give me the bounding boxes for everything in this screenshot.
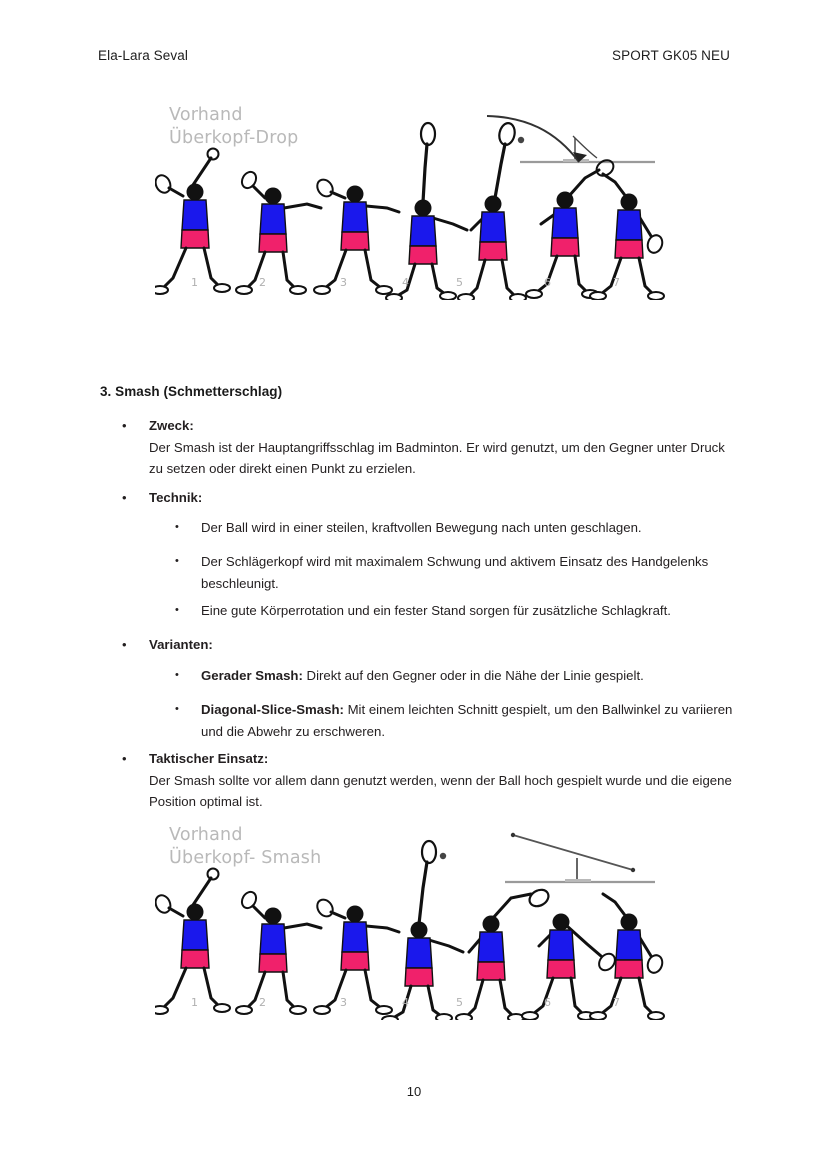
bullet-zweck-text: Der Smash ist der Hauptangriffsschlag im… xyxy=(149,439,725,477)
drop-trajectory-diagram xyxy=(486,115,655,164)
figure-smash-title-line2: Überkopf- Smash xyxy=(169,848,322,868)
figure-smash-number-6: 6 xyxy=(544,996,551,1009)
page-number: 10 xyxy=(406,1084,422,1099)
bullet-marker-icon: • xyxy=(122,751,127,766)
bullet-zweck-label: Zweck: xyxy=(149,418,194,433)
bullet-marker-icon: • xyxy=(122,637,127,652)
header-author: Ela-Lara Seval xyxy=(98,48,188,63)
figure-smash-illustration xyxy=(155,832,665,1020)
figure-drop-title: Vorhand Überkopf-Drop xyxy=(169,104,298,150)
bullet-marker-icon: • xyxy=(175,703,179,715)
bullet-varianten: • Varianten: xyxy=(122,634,732,656)
figure-drop-pose-1 xyxy=(155,147,231,295)
bullet-gerader-smash-label: Gerader Smash: xyxy=(201,668,303,683)
figure-drop-pose-4 xyxy=(385,121,469,300)
figure-drop-number-3: 3 xyxy=(340,276,347,289)
bullet-taktischer-einsatz-label: Taktischer Einsatz: xyxy=(149,751,269,766)
figure-drop-number-5: 5 xyxy=(456,276,463,289)
bullet-technik-item-1-text: Der Ball wird in einer steilen, kraftvol… xyxy=(201,520,642,535)
figure-smash-step-numbers: 1 2 3 4 5 6 7 xyxy=(155,996,675,1016)
bullet-diagonal-slice-smash-text: Mit einem leichten Schnitt gespielt, um … xyxy=(201,702,733,739)
figure-drop-pose-7 xyxy=(589,172,665,300)
figure-drop-illustration xyxy=(155,115,665,300)
bullet-marker-icon: • xyxy=(175,555,179,567)
bullet-marker-icon: • xyxy=(122,418,127,433)
document-header: Ela-Lara Seval SPORT GK05 NEU xyxy=(98,48,730,63)
figure-vorhand-ueberkopf-drop: Vorhand Überkopf-Drop xyxy=(155,100,675,310)
figure-drop-pose-6 xyxy=(525,159,615,299)
figure-drop-title-line1: Vorhand xyxy=(169,105,243,125)
bullet-gerader-smash: • Gerader Smash: Direkt auf den Gegner o… xyxy=(175,665,735,687)
bullet-gerader-smash-text: Direkt auf den Gegner oder in die Nähe d… xyxy=(302,668,644,683)
bullet-marker-icon: • xyxy=(175,604,179,616)
figure-drop-pose-2 xyxy=(235,170,323,295)
figure-smash-pose-4 xyxy=(381,839,465,1020)
figure-smash-number-1: 1 xyxy=(191,996,198,1009)
bullet-marker-icon: • xyxy=(122,490,127,505)
bullet-technik-item-2: • Der Schlägerkopf wird mit maximalem Sc… xyxy=(175,551,735,594)
figure-drop-number-1: 1 xyxy=(191,276,198,289)
figure-smash-pose-3 xyxy=(313,898,401,1015)
bullet-technik-item-1: • Der Ball wird in einer steilen, kraftv… xyxy=(175,517,735,539)
bullet-technik-item-3-text: Eine gute Körperrotation und ein fester … xyxy=(201,603,671,618)
bullet-technik-label: Technik: xyxy=(149,490,203,505)
figure-drop-number-4: 4 xyxy=(402,276,409,289)
figure-smash-number-5: 5 xyxy=(456,996,463,1009)
bullet-zweck: • Zweck: Der Smash ist der Hauptangriffs… xyxy=(122,415,732,480)
figure-smash-pose-7 xyxy=(589,892,665,1020)
figure-smash-pose-1 xyxy=(155,867,231,1015)
figure-smash-number-3: 3 xyxy=(340,996,347,1009)
bullet-varianten-label: Varianten: xyxy=(149,637,213,652)
figure-smash-number-2: 2 xyxy=(259,996,266,1009)
figure-smash-pose-6 xyxy=(521,912,616,1020)
smash-trajectory-diagram xyxy=(505,832,655,884)
figure-drop-title-line2: Überkopf-Drop xyxy=(169,128,299,148)
figure-smash-number-4: 4 xyxy=(402,996,409,1009)
bullet-diagonal-slice-smash-label: Diagonal-Slice-Smash: xyxy=(201,702,344,717)
figure-drop-step-numbers: 1 2 3 4 5 6 7 xyxy=(155,276,675,296)
figure-smash-pose-2 xyxy=(235,890,323,1015)
figure-drop-number-2: 2 xyxy=(259,276,266,289)
bullet-technik-item-3: • Eine gute Körperrotation und ein feste… xyxy=(175,600,735,622)
page-title: 3. Smash (Schmetterschlag) xyxy=(100,384,283,399)
bullet-taktischer-einsatz-text: Der Smash sollte vor allem dann genutzt … xyxy=(149,772,732,810)
figure-smash-number-7: 7 xyxy=(613,996,620,1009)
bullet-marker-icon: • xyxy=(175,669,179,681)
bullet-taktischer-einsatz: • Taktischer Einsatz: Der Smash sollte v… xyxy=(122,748,732,813)
figure-drop-number-7: 7 xyxy=(613,276,620,289)
figure-drop-pose-3 xyxy=(313,178,401,295)
bullet-technik-item-2-text: Der Schlägerkopf wird mit maximalem Schw… xyxy=(201,554,709,591)
header-course: SPORT GK05 NEU xyxy=(612,48,730,63)
bullet-marker-icon: • xyxy=(175,521,179,533)
bullet-diagonal-slice-smash: • Diagonal-Slice-Smash: Mit einem leicht… xyxy=(175,699,735,742)
figure-smash-title-line1: Vorhand xyxy=(169,825,243,845)
figure-drop-number-6: 6 xyxy=(544,276,551,289)
figure-vorhand-ueberkopf-smash: Vorhand Überkopf- Smash xyxy=(155,820,675,1030)
bullet-technik: • Technik: xyxy=(122,487,732,509)
figure-smash-title: Vorhand Überkopf- Smash xyxy=(169,824,321,870)
figure-drop-pose-5 xyxy=(457,122,527,300)
